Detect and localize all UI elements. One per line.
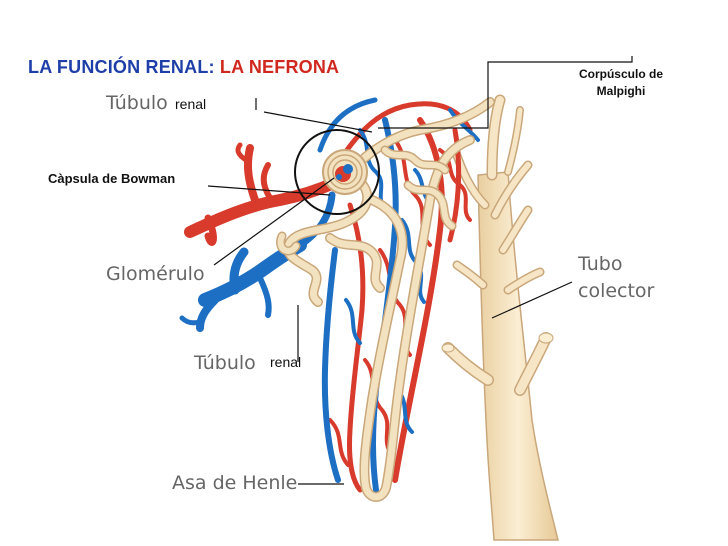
- label-capsula-bowman: Càpsula de Bowman: [48, 171, 176, 186]
- leader-lines: [207, 56, 633, 485]
- title-part-1: LA FUNCIÓN RENAL:: [28, 57, 215, 77]
- label-asa-henle: Asa de Henle: [172, 472, 298, 494]
- collecting-duct: [441, 94, 559, 541]
- label-tubo-line1: Tubo: [578, 253, 623, 275]
- label-glomerulo: Glomérulo: [106, 263, 205, 285]
- label-tubulo-top-word: Túbulo: [106, 92, 168, 114]
- corpuscle-highlight-circle: [294, 129, 380, 215]
- label-tubulo-bottom-renal: renal: [270, 354, 302, 370]
- label-tubulo-top-renal: renal: [175, 96, 207, 112]
- slide-title: LA FUNCIÓN RENAL: LA NEFRONA: [28, 57, 339, 78]
- nephron-tubule: [276, 97, 495, 502]
- label-tubo-line2: colector: [578, 280, 655, 302]
- label-corpusculo-malpighi: Corpúsculo de Malpighi: [578, 67, 663, 98]
- title-part-2: LA NEFRONA: [219, 57, 340, 77]
- bowman-capsule: [322, 149, 368, 195]
- label-tubulo-bottom-word: Túbulo: [194, 352, 256, 374]
